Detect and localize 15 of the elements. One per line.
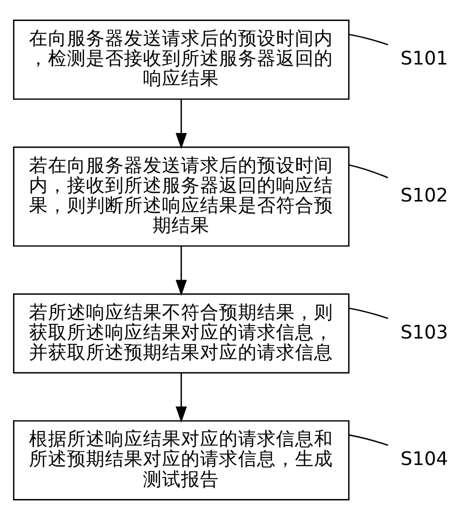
- arrow: [176, 99, 187, 150]
- node-text: S101: [400, 48, 448, 70]
- node-box: 根据所述响应结果对应的请求信息和所述预期结果对应的请求信息，生成测试报告: [13, 420, 350, 500]
- arrow: [176, 373, 187, 423]
- node-box: 若在向服务器发送请求后的预设时间内，接收到所述服务器返回的响应结果，则判断所述响应结果是否符合预期结果: [13, 146, 350, 247]
- node-text: S103: [400, 322, 448, 344]
- node-box: 在向服务器发送请求后的预设时间内，检测是否接收到所述服务器返回的响应结果: [13, 20, 350, 100]
- connector: [349, 308, 388, 320]
- node-text: S104: [400, 449, 448, 470]
- node-text: S102: [400, 186, 448, 207]
- connector: [349, 34, 388, 46]
- node-box: 若所述响应结果不符合预期结果，则获取所述响应结果对应的请求信息，并获取所述预期结果对应的请求信息: [13, 293, 350, 374]
- connector: [349, 164, 388, 178]
- arrow: [176, 246, 187, 296]
- connector: [349, 434, 388, 446]
